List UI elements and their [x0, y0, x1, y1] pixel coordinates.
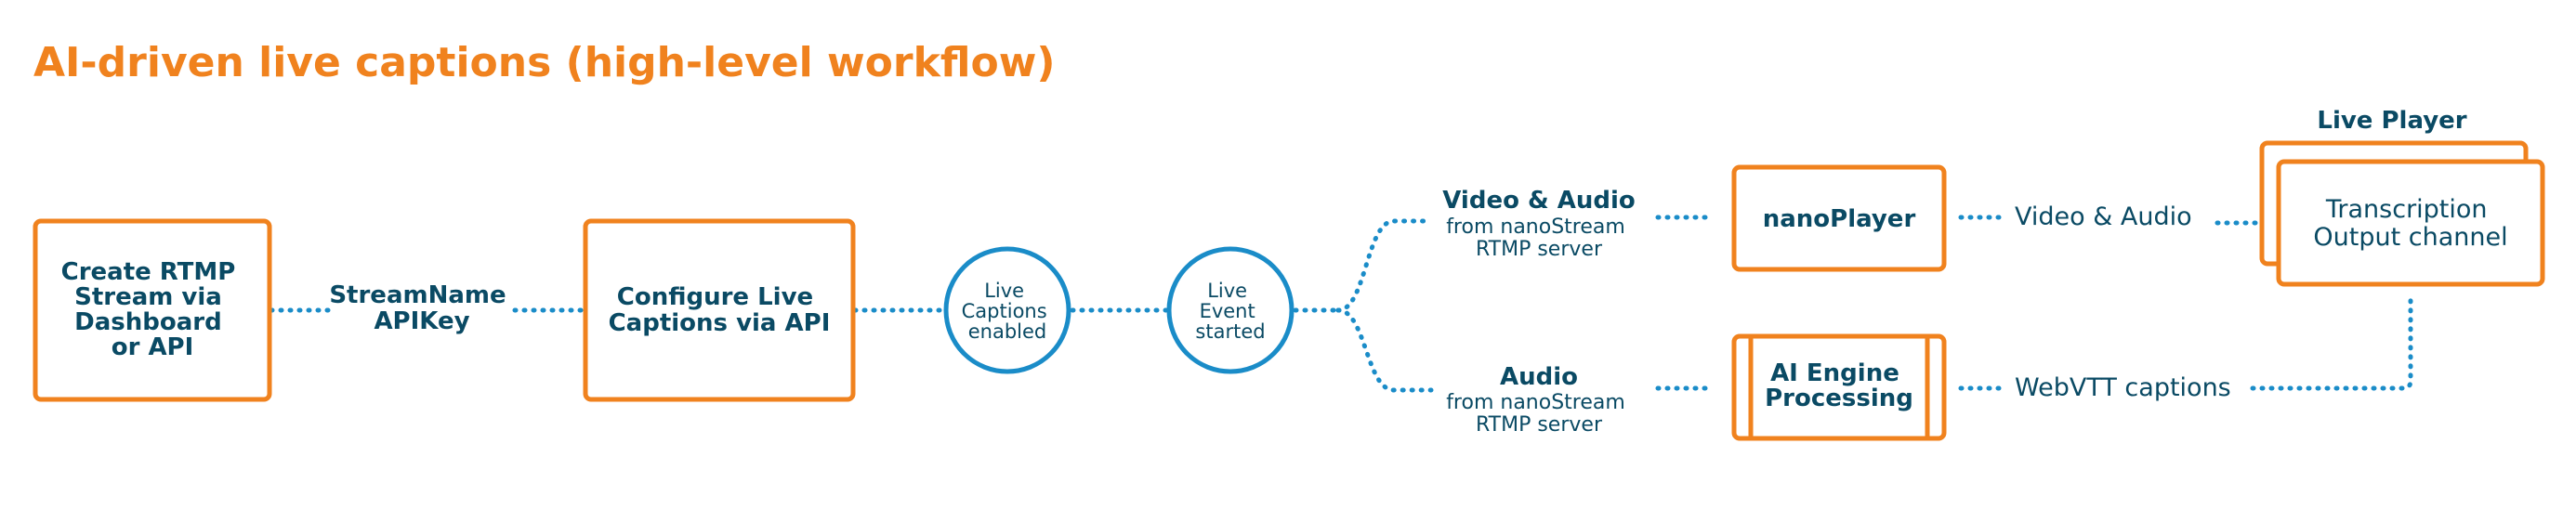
- svg-text:Live Captions enab: Live Captions enabled: [962, 280, 1054, 343]
- edge-video-audio-label: Video & Audio: [2015, 202, 2192, 231]
- nanoplayer-box: [1731, 164, 1947, 272]
- video-audio-source: Video & Audio from nanoStream RTMP serve…: [1442, 187, 1635, 261]
- svg-text:Configure Live Captions: Configure Live Captions via API: [609, 283, 831, 337]
- captions-enabled-node: Live Captions enabled: [943, 246, 1071, 374]
- streamname-label: StreamName: [329, 281, 506, 309]
- event-started-line-3: started: [1195, 320, 1265, 343]
- create-rtmp-node: Create RTMP Stream via Dashboard or API: [33, 218, 272, 402]
- create-rtmp-box: [33, 218, 272, 402]
- create-rtmp-line-3: Dashboard: [74, 308, 222, 336]
- configure-line-2: Captions via API: [609, 309, 831, 337]
- svg-text:from nanoStream RTMP ser: from nanoStream RTMP server: [1446, 391, 1632, 437]
- svg-text:Live Event started: Live Event started: [1195, 280, 1265, 343]
- stream-labels: StreamName APIKey: [329, 281, 514, 335]
- ai-engine-line-2: Processing: [1765, 385, 1913, 412]
- create-rtmp-line-2: Stream via: [74, 283, 222, 311]
- edge-webvtt-label: WebVTT captions: [2015, 373, 2231, 402]
- page-title: AI-driven live captions (high-level work…: [33, 39, 1055, 86]
- transcription-box: [2276, 159, 2545, 287]
- event-started-node: Live Event started: [1166, 246, 1295, 374]
- connector-branch-upper: [1335, 218, 1434, 313]
- event-started-line-1: Live: [1207, 280, 1247, 302]
- captions-enabled-line-2: Captions: [962, 300, 1047, 322]
- create-rtmp-line-4: or API: [112, 333, 194, 361]
- svg-text:AI Engine Processing: AI Engine Processing: [1765, 359, 1913, 412]
- ai-engine-line-1: AI Engine: [1770, 359, 1899, 387]
- event-started-line-2: Event: [1200, 300, 1255, 322]
- svg-text:from nanoStream RTMP ser: from nanoStream RTMP server: [1446, 215, 1632, 261]
- live-player-label: Live Player: [2317, 107, 2466, 135]
- live-player-node: Live Player Transcription Output channel: [2259, 107, 2545, 287]
- video-audio-title: Video & Audio: [1442, 187, 1635, 215]
- nanoplayer-label: nanoPlayer: [1763, 205, 1916, 233]
- captions-enabled-line-1: Live: [984, 280, 1024, 302]
- audio-source: Audio from nanoStream RTMP server: [1446, 363, 1632, 437]
- connector-branch-lower: [1335, 307, 1434, 393]
- transcription-line-2: Output channel: [2313, 223, 2507, 252]
- ai-engine-node: AI Engine Processing: [1731, 333, 1947, 441]
- nanoplayer-node: nanoPlayer: [1731, 164, 1947, 272]
- video-audio-sub-2: RTMP server: [1476, 238, 1603, 261]
- captions-enabled-circle: [943, 246, 1071, 374]
- configure-box: [583, 218, 856, 402]
- audio-sub-2: RTMP server: [1476, 413, 1603, 437]
- connector-webvtt-to-transcription: [2250, 296, 2413, 391]
- apikey-label: APIKey: [374, 307, 469, 335]
- captions-enabled-line-3: enabled: [968, 320, 1047, 343]
- svg-text:Transcription Output cha: Transcription Output channel: [2313, 195, 2507, 252]
- video-audio-sub-1: from nanoStream: [1446, 215, 1625, 239]
- event-started-circle: [1166, 246, 1295, 374]
- connectors: [269, 215, 2413, 393]
- configure-node: Configure Live Captions via API: [583, 218, 856, 402]
- create-rtmp-line-1: Create RTMP: [61, 258, 236, 286]
- ai-engine-box: [1731, 333, 1947, 441]
- configure-line-1: Configure Live: [617, 283, 813, 311]
- audio-title: Audio: [1500, 363, 1578, 391]
- transcription-line-1: Transcription: [2325, 195, 2488, 224]
- audio-sub-1: from nanoStream: [1446, 391, 1625, 414]
- svg-text:Create RTMP Stream via: Create RTMP Stream via Dashboard or API: [61, 258, 244, 361]
